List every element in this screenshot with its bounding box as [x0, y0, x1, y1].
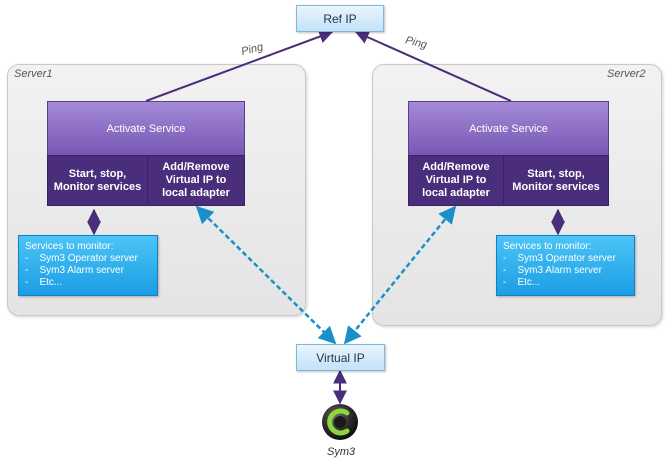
- server1-activate-service: Activate Service: [47, 101, 245, 156]
- sym3-logo-icon: [322, 404, 358, 440]
- server2-monitor-box: Services to monitor: - Sym3 Operator ser…: [496, 235, 635, 296]
- server1-monitor-title: Services to monitor:: [25, 241, 114, 252]
- server1-monitor-item: - Sym3 Alarm server: [25, 265, 124, 276]
- ping-line-server1: [145, 29, 334, 102]
- server1-monitor-item: - Sym3 Operator server: [25, 253, 138, 264]
- server2-add-remove-box: Add/Remove Virtual IP to local adapter: [408, 155, 504, 206]
- server1-label: Server1: [14, 68, 53, 80]
- server1-activate-label: Activate Service: [106, 122, 186, 135]
- virtual-ip-node: Virtual IP: [296, 344, 385, 371]
- server2-monitor-item: - Sym3 Alarm server: [503, 265, 602, 276]
- server1-monitor-box: Services to monitor: - Sym3 Operator ser…: [18, 235, 158, 296]
- server2-start-stop-label: Start, stop, Monitor services: [512, 167, 600, 193]
- sym3-label: Sym3: [327, 446, 356, 458]
- server2-add-remove-label: Add/Remove Virtual IP to local adapter: [422, 161, 490, 199]
- ref-ip-node: Ref IP: [296, 5, 384, 32]
- server1-monitor-item: - Etc...: [25, 277, 63, 288]
- server2-monitor-item: - Etc...: [503, 277, 541, 288]
- ref-ip-label: Ref IP: [323, 11, 357, 26]
- server1-add-remove-box: Add/Remove Virtual IP to local adapter: [147, 155, 245, 206]
- server1-start-stop-box: Start, stop, Monitor services: [47, 155, 148, 206]
- virtual-ip-label: Virtual IP: [316, 350, 365, 365]
- server2-start-stop-box: Start, stop, Monitor services: [503, 155, 609, 206]
- server2-monitor-title: Services to monitor:: [503, 241, 592, 252]
- ping-line-server2: [354, 30, 512, 102]
- server2-vip-dashed-link: [343, 205, 457, 345]
- server2-activate-service: Activate Service: [408, 101, 609, 156]
- server2-label: Server2: [607, 68, 646, 80]
- server1-vip-dashed-link: [195, 205, 337, 345]
- server1-add-remove-label: Add/Remove Virtual IP to local adapter: [162, 161, 230, 199]
- server2-activate-label: Activate Service: [469, 122, 548, 135]
- server1-start-stop-label: Start, stop, Monitor services: [53, 167, 142, 193]
- server2-monitor-item: - Sym3 Operator server: [503, 253, 616, 264]
